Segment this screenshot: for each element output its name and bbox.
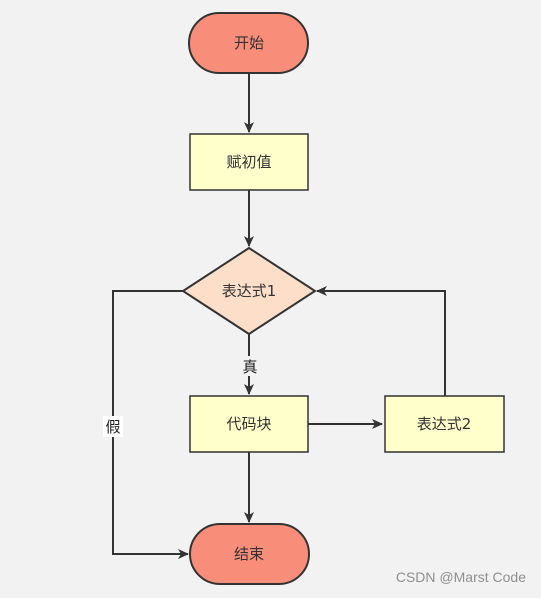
edge-condition-to-end-false [112, 290, 189, 559]
end-label: 结束 [234, 545, 264, 563]
body-node: 代码块 [189, 395, 309, 453]
condition-node: 表达式1 [181, 246, 317, 336]
false-label-bg [103, 416, 123, 437]
end-node: 结束 [189, 523, 310, 585]
true-label: 真 [242, 358, 257, 376]
condition-label: 表达式1 [222, 282, 277, 300]
false-label: 假 [105, 418, 120, 436]
start-node: 开始 [188, 12, 309, 74]
update-label: 表达式2 [417, 415, 472, 433]
start-label: 开始 [234, 34, 264, 52]
true-label-bg [240, 356, 260, 376]
body-label: 代码块 [226, 415, 271, 433]
update-process-shape [384, 395, 505, 453]
end-terminal-shape [189, 523, 310, 585]
start-terminal-shape [188, 12, 309, 74]
watermark-text: CSDN @Marst Code [396, 569, 526, 585]
init-process-shape [189, 133, 309, 191]
condition-decision-shape [181, 246, 317, 336]
init-label: 赋初值 [226, 153, 271, 171]
body-process-shape [189, 395, 309, 453]
update-node: 表达式2 [384, 395, 505, 453]
init-node: 赋初值 [189, 133, 309, 191]
edge-update-to-condition [316, 286, 446, 396]
